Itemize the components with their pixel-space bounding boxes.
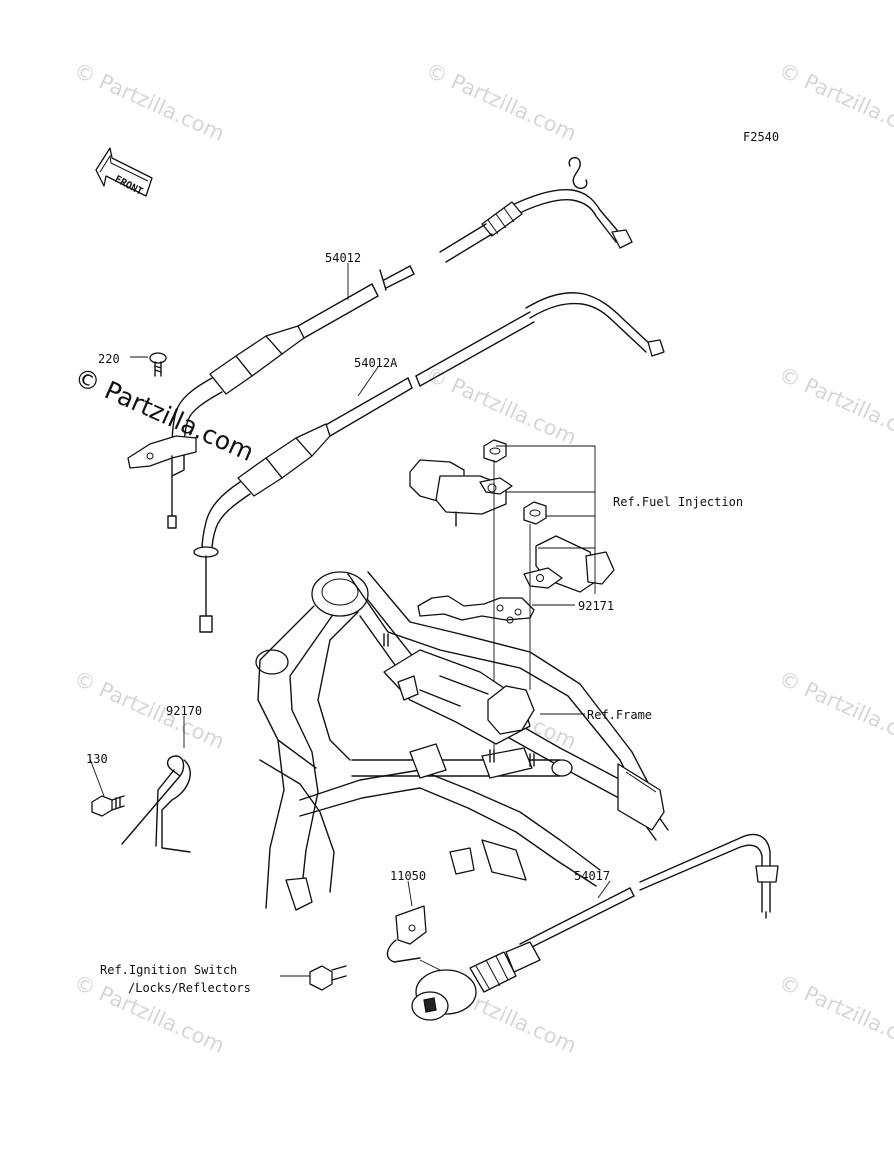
bolt-130 [91,795,125,817]
part-label-220: 220 [98,352,120,366]
bolt-ignition [309,965,347,991]
ref-fuel-injection: Ref.Fuel Injection [613,495,744,509]
part-label-11050: 11050 [390,869,427,883]
part-label-92170: 92170 [166,704,203,718]
ref-locks-reflectors: /Locks/Reflectors [128,981,251,995]
fuel-injection-components [409,439,615,766]
screw-220 [149,352,167,377]
part-label-130: 130 [86,752,108,766]
part-label-54012a: 54012A [354,356,398,370]
choke-cable-54017 [411,833,779,1021]
ref-frame: Ref.Frame [587,708,653,722]
part-label-54017: 54017 [574,869,611,883]
part-label-92171: 92171 [578,599,615,613]
frame [255,571,669,911]
clamp-92170 [121,755,191,853]
ref-ignition-switch: Ref.Ignition Switch [100,963,238,977]
part-label-54012: 54012 [325,251,362,265]
throttle-cable-54012 [127,156,633,529]
front-arrow-icon: FRONT [95,147,153,198]
bracket-11050 [386,905,427,963]
throttle-cable-54012a [193,292,665,633]
figure-code: F2540 [743,130,780,144]
